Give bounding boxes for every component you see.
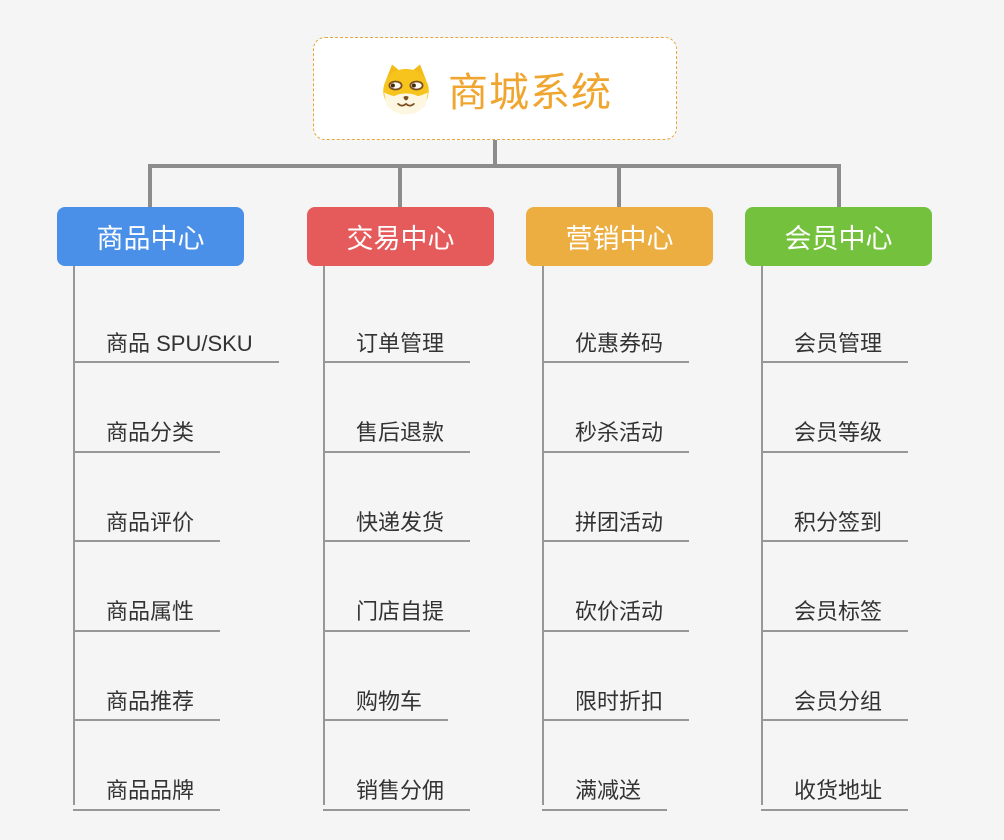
leaf-node[interactable]: 商品推荐 bbox=[73, 670, 221, 721]
leaf-node[interactable]: 商品品牌 bbox=[73, 760, 221, 811]
branch: 会员中心 会员管理 会员等级 积分签到 会员标签 会员分组 收货地址 bbox=[745, 207, 932, 811]
branch: 商品中心 商品 SPU/SKU 商品分类 商品评价 商品属性 商品推荐 商品品牌 bbox=[57, 207, 279, 811]
leaf-label: 会员管理 bbox=[794, 330, 883, 356]
leaf-label: 秒杀活动 bbox=[575, 420, 664, 446]
branch-node[interactable]: 交易中心 bbox=[307, 207, 494, 266]
leaf-node[interactable]: 门店自提 bbox=[323, 581, 471, 632]
branch-label: 商品中心 bbox=[96, 224, 205, 254]
leaf-node[interactable]: 满减送 bbox=[542, 760, 668, 811]
leaf-node[interactable]: 秒杀活动 bbox=[542, 402, 690, 453]
branch-connector-line bbox=[542, 266, 544, 805]
leaf-label: 门店自提 bbox=[356, 599, 445, 625]
leaf-label: 商品属性 bbox=[106, 599, 195, 625]
leaf-node[interactable]: 商品 SPU/SKU bbox=[73, 312, 279, 363]
branch-node[interactable]: 会员中心 bbox=[745, 207, 932, 266]
leaf-node[interactable]: 会员标签 bbox=[761, 581, 909, 632]
leaf-label: 商品品牌 bbox=[106, 778, 195, 804]
leaf-label: 商品分类 bbox=[106, 420, 195, 446]
leaf-label: 商品推荐 bbox=[106, 688, 195, 714]
root-title: 商城系统 bbox=[448, 70, 612, 115]
leaf-node[interactable]: 快递发货 bbox=[323, 491, 471, 542]
leaf-node[interactable]: 会员等级 bbox=[761, 402, 909, 453]
branch-label: 营销中心 bbox=[565, 224, 674, 254]
leaf-label: 优惠券码 bbox=[575, 330, 664, 356]
leaf-label: 砍价活动 bbox=[575, 599, 664, 625]
leaf-label: 商品 SPU/SKU bbox=[106, 330, 253, 356]
leaf-node[interactable]: 售后退款 bbox=[323, 402, 471, 453]
leaf-label: 快递发货 bbox=[356, 509, 445, 535]
leaf-node[interactable]: 会员分组 bbox=[761, 670, 909, 721]
branch-node[interactable]: 营销中心 bbox=[526, 207, 713, 266]
leaf-label: 满减送 bbox=[575, 778, 642, 804]
leaf-node[interactable]: 拼团活动 bbox=[542, 491, 690, 542]
leaf-label: 拼团活动 bbox=[575, 509, 664, 535]
leaf-node[interactable]: 砍价活动 bbox=[542, 581, 690, 632]
leaf-label: 订单管理 bbox=[356, 330, 445, 356]
leaf-label: 积分签到 bbox=[794, 509, 883, 535]
branch: 交易中心 订单管理 售后退款 快递发货 门店自提 购物车 销售分佣 bbox=[307, 207, 494, 811]
leaf-label: 会员等级 bbox=[794, 420, 883, 446]
branch-node[interactable]: 商品中心 bbox=[57, 207, 244, 266]
leaf-label: 会员分组 bbox=[794, 688, 883, 714]
leaf-node[interactable]: 会员管理 bbox=[761, 312, 909, 363]
leaf-label: 商品评价 bbox=[106, 509, 195, 535]
leaf-label: 销售分佣 bbox=[356, 778, 445, 804]
leaf-node[interactable]: 商品评价 bbox=[73, 491, 221, 542]
doge-icon bbox=[383, 64, 429, 114]
leaf-node[interactable]: 商品分类 bbox=[73, 402, 221, 453]
branch-connector-line bbox=[761, 266, 763, 805]
leaf-label: 限时折扣 bbox=[575, 688, 664, 714]
leaf-node[interactable]: 订单管理 bbox=[323, 312, 471, 363]
leaf-node[interactable]: 收货地址 bbox=[761, 760, 909, 811]
root-node[interactable]: 商城系统 bbox=[313, 37, 677, 140]
branch-connector-line bbox=[323, 266, 325, 805]
leaf-label: 收货地址 bbox=[794, 778, 883, 804]
branch-connector-line bbox=[73, 266, 75, 805]
leaf-label: 会员标签 bbox=[794, 599, 883, 625]
branch-label: 交易中心 bbox=[346, 224, 455, 254]
leaf-node[interactable]: 限时折扣 bbox=[542, 670, 690, 721]
leaf-node[interactable]: 优惠券码 bbox=[542, 312, 690, 363]
branch-label: 会员中心 bbox=[784, 224, 893, 254]
leaf-label: 购物车 bbox=[356, 688, 423, 714]
branch: 营销中心 优惠券码 秒杀活动 拼团活动 砍价活动 限时折扣 满减送 bbox=[526, 207, 713, 811]
leaf-node[interactable]: 积分签到 bbox=[761, 491, 909, 542]
leaf-label: 售后退款 bbox=[356, 420, 445, 446]
leaf-node[interactable]: 销售分佣 bbox=[323, 760, 471, 811]
leaf-node[interactable]: 商品属性 bbox=[73, 581, 221, 632]
leaf-node[interactable]: 购物车 bbox=[323, 670, 449, 721]
